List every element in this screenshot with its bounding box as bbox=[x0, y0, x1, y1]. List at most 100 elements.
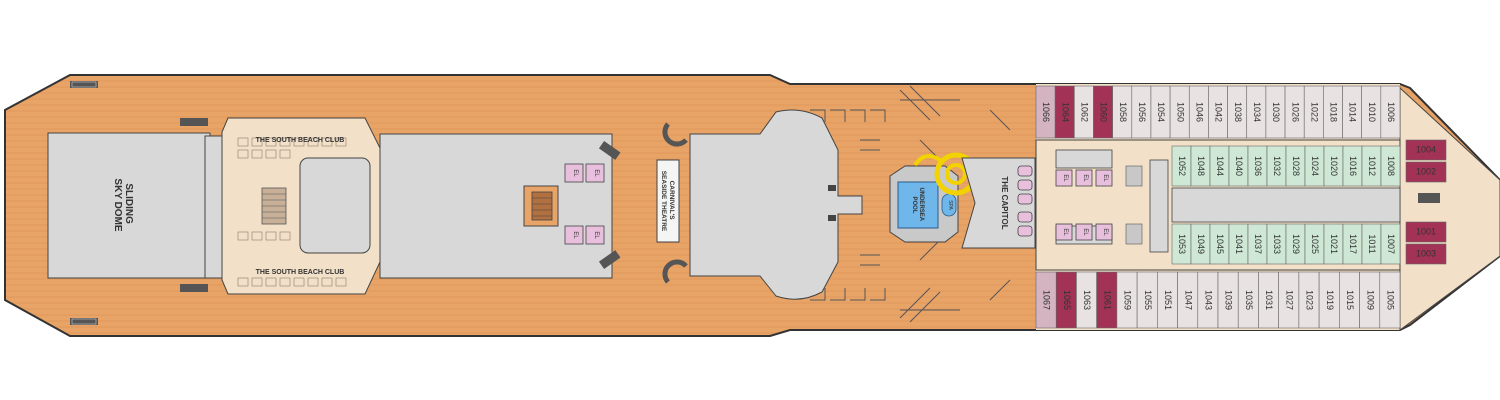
cabin-1019[interactable]: 1019 bbox=[1318, 271, 1340, 329]
cabin-number: 1065 bbox=[1062, 290, 1072, 310]
south-beach-club[interactable]: THE SOUTH BEACH CLUB THE SOUTH BEACH CLU… bbox=[221, 117, 381, 295]
cabin-1004[interactable]: 1004 bbox=[1405, 139, 1447, 161]
cabin-1009[interactable]: 1009 bbox=[1359, 271, 1381, 329]
cabin-number: 1053 bbox=[1177, 234, 1187, 254]
cabin-1001[interactable]: 1001 bbox=[1405, 221, 1447, 243]
cabin-1045[interactable]: 1045 bbox=[1209, 223, 1230, 265]
cabin-1066[interactable]: 1066 bbox=[1035, 85, 1056, 139]
cabin-1047[interactable]: 1047 bbox=[1177, 271, 1199, 329]
cabin-number: 1062 bbox=[1080, 102, 1090, 122]
cabin-1061[interactable]: 1061 bbox=[1096, 271, 1118, 329]
cabin-1018[interactable]: 1018 bbox=[1323, 85, 1343, 139]
cabin-1064[interactable]: 1064 bbox=[1054, 85, 1075, 139]
cabin-1038[interactable]: 1038 bbox=[1227, 85, 1248, 139]
svg-text:UNDERSEA POOL: UNDERSEA POOL bbox=[911, 187, 924, 222]
cabin-box bbox=[1379, 271, 1401, 329]
cabin-1054[interactable]: 1054 bbox=[1150, 85, 1171, 139]
cabin-1065[interactable]: 1065 bbox=[1055, 271, 1077, 329]
cabin-number: 1024 bbox=[1310, 156, 1320, 176]
forward-elevators[interactable]: EL EL EL EL EL EL bbox=[1055, 149, 1113, 245]
cabin-1029[interactable]: 1029 bbox=[1285, 223, 1306, 265]
cabin-1011[interactable]: 1011 bbox=[1361, 223, 1382, 265]
cabin-1055[interactable]: 1055 bbox=[1136, 271, 1158, 329]
cabin-1039[interactable]: 1039 bbox=[1217, 271, 1239, 329]
cabin-1067[interactable]: 1067 bbox=[1035, 271, 1057, 329]
elevator-label: EL bbox=[1062, 228, 1068, 236]
sky-dome[interactable]: SLIDING SKY DOME bbox=[47, 132, 211, 279]
cabin-1044[interactable]: 1044 bbox=[1209, 145, 1230, 187]
cabin-1026[interactable]: 1026 bbox=[1284, 85, 1305, 139]
cabin-1058[interactable]: 1058 bbox=[1112, 85, 1133, 139]
cabin-1007[interactable]: 1007 bbox=[1380, 223, 1401, 265]
cabin-1006[interactable]: 1006 bbox=[1380, 85, 1401, 139]
cabin-number: 1049 bbox=[1196, 234, 1206, 254]
cabin-1012[interactable]: 1012 bbox=[1361, 145, 1382, 187]
cabin-1030[interactable]: 1030 bbox=[1265, 85, 1286, 139]
cabin-1049[interactable]: 1049 bbox=[1190, 223, 1211, 265]
sky-dome-label-2: SKY DOME bbox=[112, 178, 123, 231]
cabin-1005[interactable]: 1005 bbox=[1379, 271, 1401, 329]
the-capitol[interactable]: THE CAPITOL bbox=[961, 157, 1036, 249]
mid-elevators[interactable]: EL EL EL EL bbox=[564, 163, 605, 245]
cabin-1062[interactable]: 1062 bbox=[1074, 85, 1094, 139]
cabin-1035[interactable]: 1035 bbox=[1237, 271, 1259, 329]
cabin-1025[interactable]: 1025 bbox=[1304, 223, 1325, 265]
cabin-1059[interactable]: 1059 bbox=[1116, 271, 1138, 329]
cabin-1003[interactable]: 1003 bbox=[1405, 243, 1447, 265]
cabin-number: 1026 bbox=[1290, 102, 1300, 122]
cabin-number: 1037 bbox=[1253, 234, 1263, 254]
cabin-1010[interactable]: 1010 bbox=[1361, 85, 1382, 139]
cabin-1036[interactable]: 1036 bbox=[1247, 145, 1268, 187]
cabin-number: 1018 bbox=[1329, 102, 1339, 122]
cabin-1041[interactable]: 1041 bbox=[1228, 223, 1249, 265]
cabin-1046[interactable]: 1046 bbox=[1188, 85, 1209, 139]
central-markers bbox=[828, 185, 836, 221]
cabin-number: 1054 bbox=[1156, 102, 1166, 122]
cabin-1043[interactable]: 1043 bbox=[1197, 271, 1219, 329]
cabin-1021[interactable]: 1021 bbox=[1323, 223, 1344, 265]
cabin-number: 1046 bbox=[1194, 102, 1204, 122]
cabin-number: 1044 bbox=[1215, 156, 1225, 176]
cabin-number: 1052 bbox=[1177, 156, 1187, 176]
cabin-1031[interactable]: 1031 bbox=[1258, 271, 1279, 329]
cabin-number: 1008 bbox=[1386, 156, 1396, 176]
cabin-1014[interactable]: 1014 bbox=[1342, 85, 1362, 139]
cabin-1052[interactable]: 1052 bbox=[1171, 145, 1192, 187]
cabin-1034[interactable]: 1034 bbox=[1246, 85, 1267, 139]
cabin-1017[interactable]: 1017 bbox=[1342, 223, 1363, 265]
cabin-1033[interactable]: 1033 bbox=[1266, 223, 1287, 265]
cabin-1022[interactable]: 1022 bbox=[1303, 85, 1324, 139]
cabin-1027[interactable]: 1027 bbox=[1278, 271, 1300, 329]
cabin-number: 1067 bbox=[1042, 290, 1052, 310]
cabin-1053[interactable]: 1053 bbox=[1171, 223, 1192, 265]
cabin-1037[interactable]: 1037 bbox=[1247, 223, 1268, 265]
cabin-number: 1031 bbox=[1264, 290, 1274, 310]
cabin-number: 1005 bbox=[1386, 290, 1396, 310]
cabin-1024[interactable]: 1024 bbox=[1304, 145, 1325, 187]
cabin-1063[interactable]: 1063 bbox=[1076, 271, 1097, 329]
cabin-number: 1006 bbox=[1386, 102, 1396, 122]
cabin-1048[interactable]: 1048 bbox=[1190, 145, 1211, 187]
cabin-1020[interactable]: 1020 bbox=[1323, 145, 1344, 187]
cabin-1016[interactable]: 1016 bbox=[1342, 145, 1363, 187]
cabin-1002[interactable]: 1002 bbox=[1405, 161, 1447, 183]
cabin-1023[interactable]: 1023 bbox=[1298, 271, 1320, 329]
cabin-number: 1021 bbox=[1329, 234, 1339, 254]
seaside-theatre[interactable]: CARNIVAL'S SEASIDE THEATRE bbox=[656, 122, 688, 284]
cabin-1042[interactable]: 1042 bbox=[1208, 85, 1228, 139]
cabin-1028[interactable]: 1028 bbox=[1285, 145, 1306, 187]
cabin-1056[interactable]: 1056 bbox=[1131, 85, 1152, 139]
cabin-number: 1025 bbox=[1310, 234, 1320, 254]
cabin-1050[interactable]: 1050 bbox=[1169, 85, 1190, 139]
cabin-1008[interactable]: 1008 bbox=[1380, 145, 1401, 187]
elevator-label: EL bbox=[1102, 228, 1108, 236]
south-beach-club-top-label: THE SOUTH BEACH CLUB bbox=[256, 137, 345, 144]
cabin-1015[interactable]: 1015 bbox=[1339, 271, 1360, 329]
cabin-box bbox=[1405, 221, 1447, 243]
cabin-1040[interactable]: 1040 bbox=[1228, 145, 1249, 187]
cabin-1051[interactable]: 1051 bbox=[1157, 271, 1178, 329]
cabin-number: 1016 bbox=[1348, 156, 1358, 176]
cabin-1032[interactable]: 1032 bbox=[1266, 145, 1287, 187]
cabin-1060[interactable]: 1060 bbox=[1093, 85, 1113, 139]
